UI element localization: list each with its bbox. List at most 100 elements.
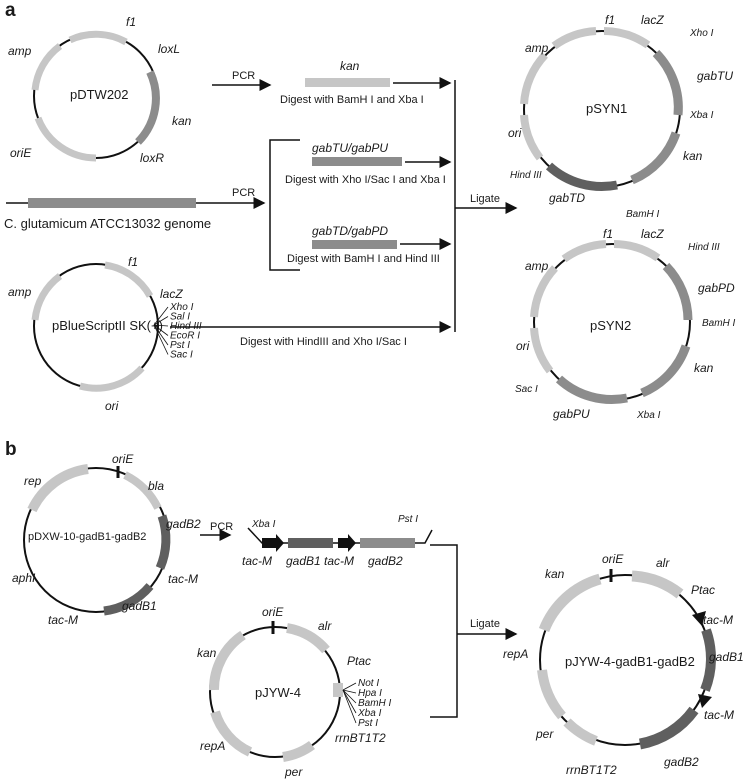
pDTW202-amp-arc xyxy=(31,43,63,91)
pSYN1-f1: f1 xyxy=(605,13,615,27)
ligate-b-label: Ligate xyxy=(470,618,500,630)
panel-a-label: a xyxy=(5,0,16,21)
pJYW4-oriE: oriE xyxy=(262,605,284,619)
site-leader xyxy=(342,689,357,704)
pSYN1-gabTU: gabTU xyxy=(697,69,733,83)
pDTW202-kan-arc xyxy=(135,70,160,145)
pSYN2-sac: Sac I xyxy=(515,384,538,395)
pJYW4-alr: alr xyxy=(318,619,332,633)
result-per: per xyxy=(535,727,554,741)
result-repA: repA xyxy=(503,647,528,661)
pSYN1-hind: Hind III xyxy=(510,170,542,181)
kan-fragment xyxy=(305,78,390,87)
digest2-label: Digest with Xho I/Sac I and Xba I xyxy=(285,174,446,186)
pDTW202-loxL-label: loxL xyxy=(158,42,180,56)
pSYN1-name: pSYN1 xyxy=(586,101,627,116)
ligate-a-label: Ligate xyxy=(470,193,500,205)
result-alr: alr xyxy=(656,556,670,570)
site-leader xyxy=(153,324,169,336)
genome: C. glutamicum ATCC13032 genome xyxy=(4,198,214,231)
site-leader xyxy=(153,324,169,346)
gabTD-fragment xyxy=(312,240,397,249)
pSYN2-xba: Xba I xyxy=(636,410,661,421)
pSYN2-ori: ori xyxy=(516,339,530,353)
pBlue-ori-label: ori xyxy=(105,399,119,413)
pDTW202-f1-arc xyxy=(68,30,128,46)
plasmid-pSYN1: f1 lacZ Xho I amp gabTU pSYN1 Xba I ori … xyxy=(508,13,733,220)
pcr1-label: PCR xyxy=(232,70,255,82)
insert-tacM1: tac-M xyxy=(242,554,272,568)
plasmid-pJYW4-gadB1-gadB2: oriE alr kan Ptac tac-M repA pJYW-4-gadB… xyxy=(503,552,744,777)
pDTW202-kan-label: kan xyxy=(172,114,192,128)
pSYN2-bam: BamH I xyxy=(702,318,736,329)
result-ptac: Ptac xyxy=(691,583,715,597)
pDXW-aphI: aphI xyxy=(12,571,36,585)
restriction-site-label: Pst I xyxy=(358,718,378,729)
result-tacM2: tac-M xyxy=(704,708,734,722)
result-rrn: rrnBT1T2 xyxy=(566,763,617,777)
restriction-site-label: Not I xyxy=(358,678,379,689)
pSYN2-kan: kan xyxy=(694,361,714,375)
restriction-site-label: Pst I xyxy=(170,340,190,351)
result-name: pJYW-4-gadB1-gadB2 xyxy=(565,654,695,669)
pDXW-rep: rep xyxy=(24,474,42,488)
pDTW202-ori-arc xyxy=(34,116,97,162)
pSYN2-name: pSYN2 xyxy=(590,318,631,333)
pcr-b-label: PCR xyxy=(210,521,233,533)
restriction-site-label: Hpa I xyxy=(358,688,382,699)
site-leader xyxy=(153,316,169,326)
pSYN1-kan: kan xyxy=(683,149,703,163)
pcr-insert: Xba I Pst I tac-M gadB1 tac-M gadB2 xyxy=(242,514,433,568)
pDTW202-name: pDTW202 xyxy=(70,87,129,102)
pDTW202-loxR-label: loxR xyxy=(140,151,164,165)
insert-pst: Pst I xyxy=(398,514,418,525)
site-leader xyxy=(153,306,169,326)
pSYN2-lacZ: lacZ xyxy=(641,227,664,241)
result-gadB1: gadB1 xyxy=(709,650,744,664)
pBlue-name: pBlueScriptII SK(+) xyxy=(52,318,163,333)
pSYN2-gabPD: gabPD xyxy=(698,281,735,295)
pJYW4-repA: repA xyxy=(200,739,225,753)
pBlue-f1-label: f1 xyxy=(128,255,138,269)
gabTU-fragment xyxy=(312,157,402,166)
pDTW202-oriE-label: oriE xyxy=(10,146,32,160)
result-kan: kan xyxy=(545,567,565,581)
pSYN1-amp: amp xyxy=(525,41,549,55)
restriction-site-label: EcoR I xyxy=(170,331,200,342)
genome-bar xyxy=(28,198,196,208)
restriction-site-label: BamH I xyxy=(358,698,392,709)
plasmid-pDXW: oriE rep bla gadB2 pDXW-10-gadB1-gadB2 t… xyxy=(12,452,201,627)
pDXW-name: pDXW-10-gadB1-gadB2 xyxy=(28,531,146,543)
panel-b-label: b xyxy=(5,439,17,460)
pSYN1-gabTD: gabTD xyxy=(549,191,585,205)
pSYN2-hind: Hind III xyxy=(688,242,720,253)
digest4-label: Digest with HindIII and Xho I/Sac I xyxy=(240,336,407,348)
pJYW4-per: per xyxy=(284,765,303,779)
pDTW202-amp-label: amp xyxy=(8,44,32,58)
plasmid-pSYN2: f1 lacZ Hind III amp gabPD pSYN2 BamH I … xyxy=(515,227,736,421)
pSYN1-lacZ: lacZ xyxy=(641,13,664,27)
plasmid-pBlueScript: f1 amp lacZ pBlueScriptII SK(+) ori Xho … xyxy=(8,255,202,413)
site-leader xyxy=(153,324,169,327)
pJYW4-ptac: Ptac xyxy=(347,654,371,668)
restriction-site-label: Xba I xyxy=(357,708,382,719)
digest1-label: Digest with BamH I and Xba I xyxy=(280,94,424,106)
site-leader xyxy=(342,689,357,724)
insert-tacM2: tac-M xyxy=(324,554,354,568)
plasmid-pDTW202: f1 amp loxL pDTW202 kan oriE loxR xyxy=(8,15,192,165)
insert-xba: Xba I xyxy=(251,519,276,530)
pDXW-gadB1: gadB1 xyxy=(122,599,157,613)
insert-gadB1: gadB1 xyxy=(286,554,321,568)
gabTU-label: gabTU/gabPU xyxy=(312,141,388,155)
kan-fragment-label: kan xyxy=(340,59,360,73)
pSYN2-gabPU: gabPU xyxy=(553,407,590,421)
genome-label: C. glutamicum ATCC13032 genome xyxy=(4,216,211,231)
result-tacM1: tac-M xyxy=(703,613,733,627)
restriction-site-label: Sal I xyxy=(170,312,190,323)
pDXW-oriE: oriE xyxy=(112,452,134,466)
pDTW202-f1-label: f1 xyxy=(126,15,136,29)
pSYN2-amp: amp xyxy=(525,259,549,273)
